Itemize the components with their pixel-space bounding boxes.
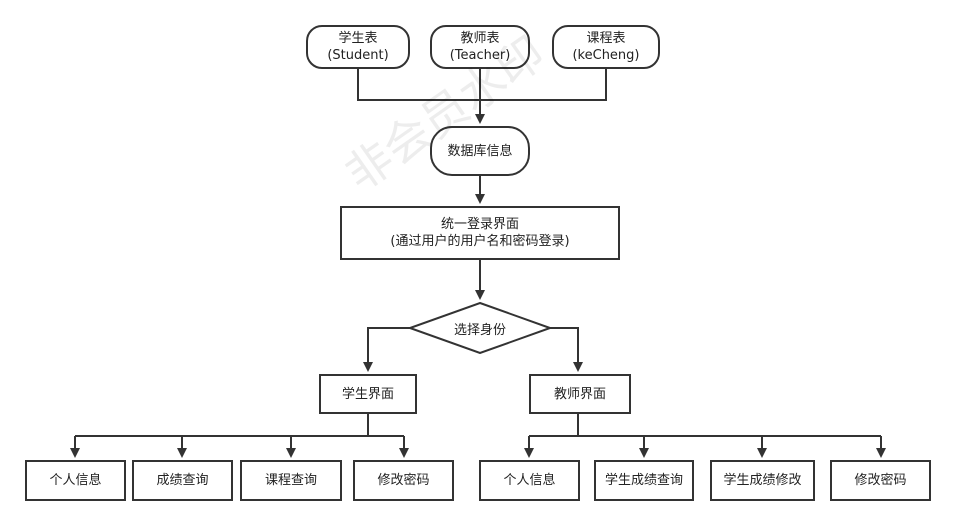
student-ui-node[interactable]: 学生界面 xyxy=(319,374,417,414)
edge-decision-to-teacher xyxy=(550,327,583,372)
student-fn-label: 修改密码 xyxy=(377,473,430,488)
database-node[interactable]: 数据库信息 xyxy=(430,126,530,176)
student-fn-course-query[interactable]: 课程查询 xyxy=(240,460,342,501)
student-fn-personal-info[interactable]: 个人信息 xyxy=(25,460,126,501)
teacher-fn-student-grade-query[interactable]: 学生成绩查询 xyxy=(594,460,694,501)
role-decision-node[interactable]: 选择身份 xyxy=(408,302,552,354)
teacher-fn-personal-info[interactable]: 个人信息 xyxy=(479,460,580,501)
student-fn-label: 个人信息 xyxy=(49,473,102,488)
student-fn-grade-query[interactable]: 成绩查询 xyxy=(132,460,233,501)
teacher-ui-label: 教师界面 xyxy=(553,386,606,402)
student-table-en: (Student) xyxy=(327,48,389,63)
student-fn-label: 成绩查询 xyxy=(156,473,209,488)
course-table-en: (keCheng) xyxy=(572,48,640,63)
student-ui-label: 学生界面 xyxy=(341,386,394,402)
teacher-table-en: (Teacher) xyxy=(449,48,511,63)
teacher-ui-node[interactable]: 教师界面 xyxy=(529,374,631,414)
teacher-fn-label: 学生成绩查询 xyxy=(604,473,683,488)
edge-decision-to-student xyxy=(363,327,410,372)
course-table-name: 课程表 xyxy=(586,31,626,46)
student-table-node[interactable]: 学生表 (Student) xyxy=(306,25,410,69)
student-fn-change-password[interactable]: 修改密码 xyxy=(353,460,454,501)
login-title: 统一登录界面 xyxy=(440,217,519,232)
teacher-table-name: 教师表 xyxy=(460,31,500,46)
teacher-fn-label: 修改密码 xyxy=(854,473,907,488)
student-table-name: 学生表 xyxy=(338,31,378,46)
decision-label: 选择身份 xyxy=(453,322,506,338)
teacher-fn-change-password[interactable]: 修改密码 xyxy=(830,460,931,501)
student-fn-label: 课程查询 xyxy=(264,473,317,488)
edge-student-table xyxy=(357,69,480,101)
teacher-table-node[interactable]: 教师表 (Teacher) xyxy=(430,25,530,69)
database-label: 数据库信息 xyxy=(447,143,513,159)
teacher-fn-label: 学生成绩修改 xyxy=(723,473,802,488)
course-table-node[interactable]: 课程表 (keCheng) xyxy=(552,25,660,69)
decision-diamond-shape xyxy=(408,302,552,354)
teacher-fn-student-grade-edit[interactable]: 学生成绩修改 xyxy=(710,460,815,501)
edge-course-table xyxy=(480,69,607,101)
login-subtitle: (通过用户的用户名和密码登录) xyxy=(390,234,570,249)
login-node[interactable]: 统一登录界面 (通过用户的用户名和密码登录) xyxy=(340,206,620,260)
teacher-fn-label: 个人信息 xyxy=(503,473,556,488)
